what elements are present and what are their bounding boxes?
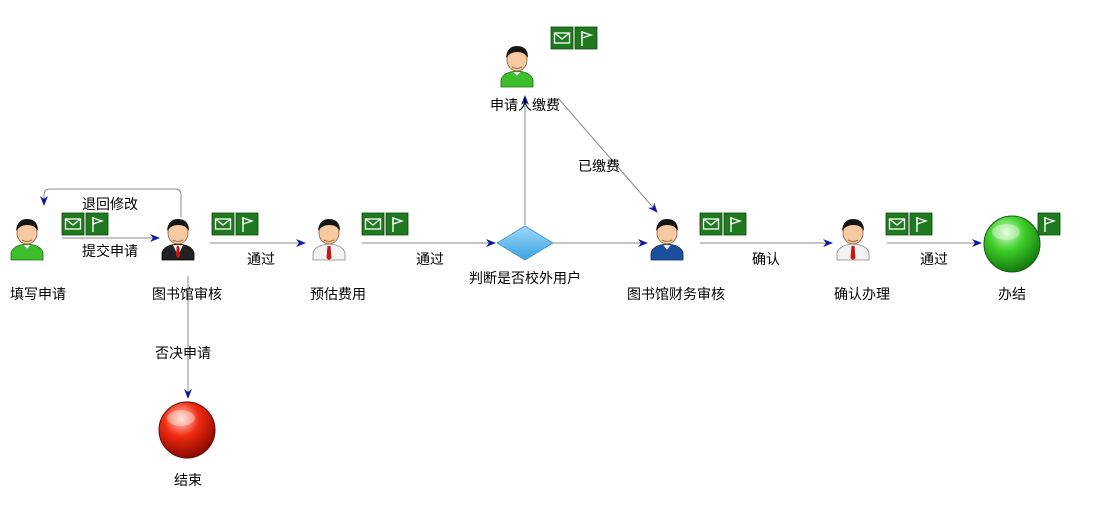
edge-label-confirm: 确认 [752,252,780,268]
node-library-finance-review[interactable] [651,212,747,260]
edge-label-paid: 已缴费 [578,159,620,175]
flag-icon[interactable] [385,212,409,236]
node-label-end: 结束 [174,473,202,489]
edge-label-pass-1: 通过 [247,252,275,268]
node-end[interactable] [158,401,216,459]
flag-icon[interactable] [1037,212,1061,236]
edge-label-return: 退回修改 [82,197,138,213]
flag-icon[interactable] [909,212,933,236]
node-check-external-user[interactable] [496,225,554,261]
edge-label-pass-2: 通过 [416,252,444,268]
node-label-library-finance-review: 图书馆财务审核 [627,287,725,303]
node-label-estimate-cost: 预估费用 [310,287,366,303]
node-library-review[interactable] [162,212,259,260]
mail-icon[interactable] [361,212,385,236]
node-label-confirm-processing: 确认办理 [834,287,890,303]
flag-icon[interactable] [235,212,259,236]
mail-icon[interactable] [61,212,85,236]
done-circle-icon [983,215,1041,273]
mail-icon[interactable] [885,212,909,236]
mail-icon[interactable] [699,212,723,236]
node-label-fill-application: 填写申请 [10,287,66,303]
edge-return[interactable] [40,188,182,217]
person-icon [162,219,194,260]
person-icon [651,219,683,260]
end-circle-icon [158,401,216,459]
diamond-gateway-icon [496,225,554,261]
node-label-done: 办结 [998,287,1026,303]
person-icon [11,219,43,260]
node-applicant-payment[interactable] [501,26,598,87]
mail-icon[interactable] [550,26,574,50]
edge-label-pass-3: 通过 [920,252,948,268]
node-done[interactable] [983,212,1061,273]
node-label-check-external-user: 判断是否校外用户 [469,271,581,287]
node-label-library-review: 图书馆审核 [152,287,222,303]
flag-icon[interactable] [723,212,747,236]
edge-label-reject: 否决申请 [155,346,211,362]
edge-label-submit: 提交申请 [82,244,138,260]
person-icon [313,219,345,260]
node-confirm-processing[interactable] [837,212,933,260]
node-estimate-cost[interactable] [313,212,409,260]
edges [40,95,982,399]
flag-icon[interactable] [574,26,598,50]
flag-icon[interactable] [85,212,109,236]
person-icon [837,219,869,260]
node-label-applicant-payment: 申请人缴费 [490,98,560,114]
edge-paid[interactable] [557,97,658,213]
person-icon [501,46,533,87]
mail-icon[interactable] [211,212,235,236]
